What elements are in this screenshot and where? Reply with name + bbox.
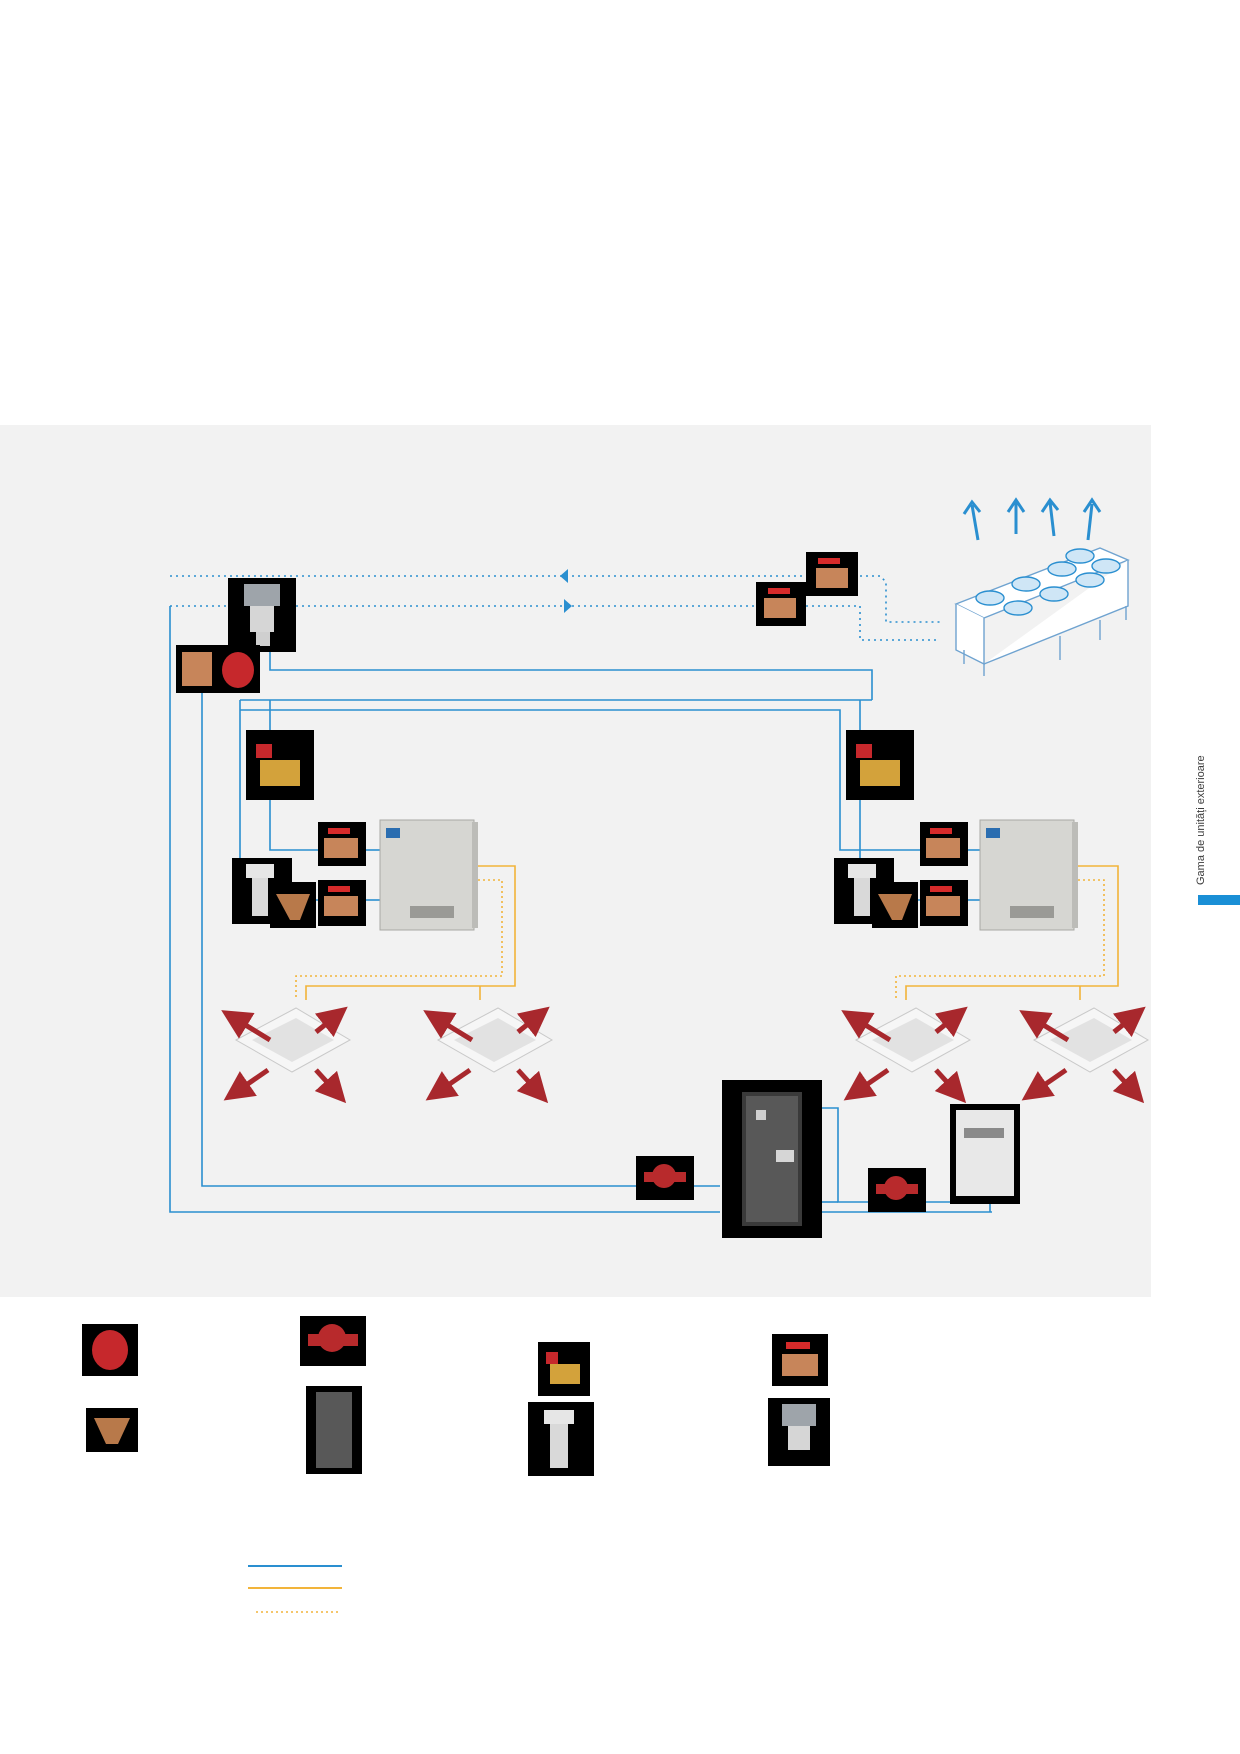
dry-cooler-icon: [954, 497, 1130, 676]
circulation-pump-icon: [300, 1316, 366, 1366]
section-tab-marker: [1198, 895, 1240, 905]
refrigerant-lines: [295, 865, 1119, 1000]
cassette-indoor-unit-icon: [841, 1006, 972, 1104]
ball-valve-icon: [318, 880, 366, 926]
three-way-valve-icon: [768, 1398, 830, 1466]
circulation-pump-icon: [636, 1156, 694, 1200]
plate-heat-exchanger-icon: [306, 1386, 362, 1474]
boiler-icon: [950, 1104, 1020, 1204]
expansion-vessel-icon: [82, 1324, 138, 1376]
plate-heat-exchanger-icon: [722, 1080, 822, 1238]
legend: [82, 1316, 830, 1613]
vrv-outdoor-unit-icon: [979, 819, 1078, 931]
line-legend: [248, 1565, 342, 1613]
ball-valve-icon: [772, 1334, 828, 1386]
ball-valve-icon: [756, 582, 806, 626]
balancing-valve-icon: [246, 730, 314, 800]
flow-arrows: [560, 569, 572, 613]
flow-switch-icon: [528, 1402, 594, 1476]
vrv-outdoor-unit-icon: [379, 819, 478, 931]
cassette-indoor-unit-icon: [221, 1006, 352, 1104]
side-section-label: Gama de unități exterioare: [1195, 755, 1207, 885]
ball-valve-icon: [318, 822, 366, 866]
ball-valve-icon: [806, 552, 858, 596]
ball-valve-icon: [920, 822, 968, 866]
three-way-valve-icon: [228, 578, 296, 652]
ball-valve-icon: [920, 880, 968, 926]
cassette-indoor-unit-icon: [1019, 1006, 1150, 1104]
circulation-pump-icon: [868, 1168, 926, 1212]
balancing-valve-icon: [538, 1342, 590, 1396]
strainer-icon: [270, 882, 316, 928]
exhaust-arrows: [962, 497, 1102, 541]
expansion-vessel-icon: [176, 645, 260, 693]
balancing-valve-icon: [846, 730, 914, 800]
strainer-icon: [872, 882, 918, 928]
strainer-icon: [86, 1408, 138, 1452]
cassette-indoor-unit-icon: [423, 1006, 554, 1104]
